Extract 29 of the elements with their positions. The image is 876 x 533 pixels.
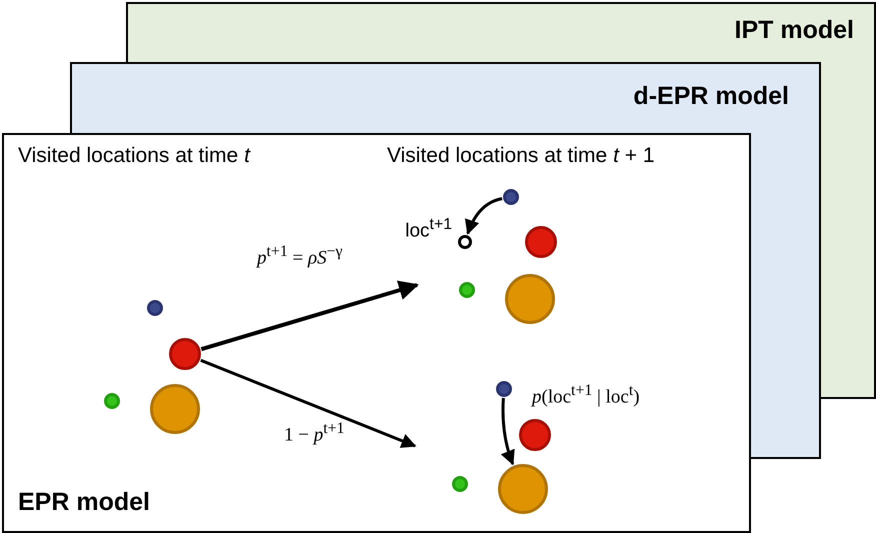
location-dot [498,464,548,514]
edge-label: 1 − p$^{t+1}$ [284,420,344,446]
location-dot [150,384,200,434]
location-dot [104,393,120,409]
location-dot [147,300,163,316]
location-dot [452,476,468,492]
location-dot [519,419,551,451]
marker-ring [458,235,472,249]
arrow [465,197,502,235]
arrow [500,398,515,466]
location-dot [505,274,555,324]
panel-title: IPT model [734,16,854,45]
edge-label: p$^{t+1}$ = ρS$^{−γ}$ [257,243,343,270]
panel-title: EPR model [18,488,150,517]
model-panel [2,133,751,533]
edge-label: p(loc$^{t+1}$ | loc$^{t}$) [532,382,640,408]
location-dot [459,282,475,298]
location-label: loc$^{t+1}$ [405,216,452,242]
arrow [200,358,416,448]
location-dot [496,381,512,397]
location-dot [525,226,557,258]
header-text: Visited locations at time t [18,144,250,168]
model-panel [126,2,876,62]
model-panel [70,62,821,133]
location-dot [503,189,519,205]
header-text: Visited locations at time t + 1 [387,144,655,168]
arrow [200,280,419,352]
location-dot [169,338,201,370]
panel-title: d-EPR model [633,82,789,111]
